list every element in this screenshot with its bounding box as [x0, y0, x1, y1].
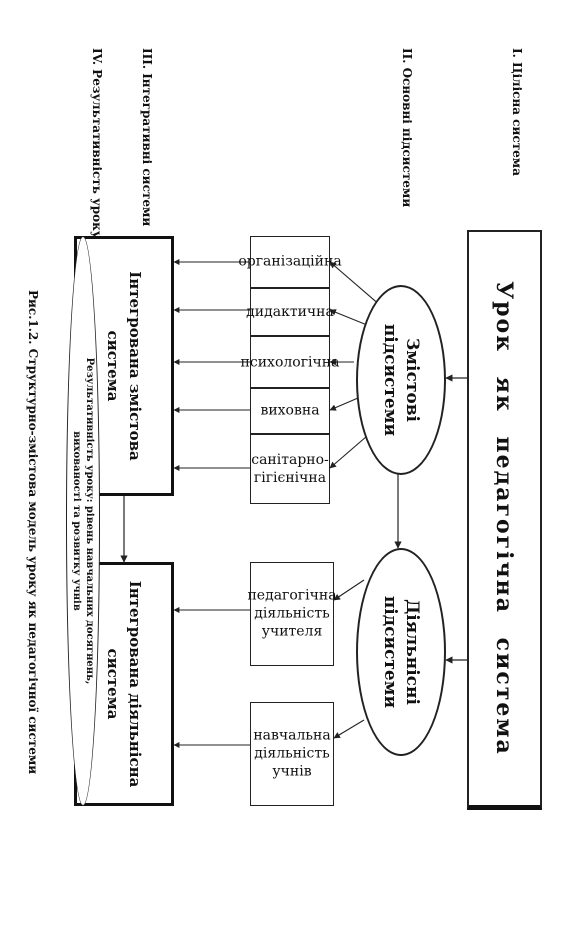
lesson-title-box: Урок як педагогічна система [467, 230, 542, 810]
subsystem-teacher-activity: педагогічна діяльність учителя [247, 562, 337, 666]
result-line-2: вихованості та розвитку учнів [71, 431, 82, 611]
teacher-activity-line-2: діяльність [254, 606, 330, 622]
subsystem-upbringing: виховна [250, 388, 330, 434]
student-activity-line-3: учнів [272, 763, 312, 780]
subsystem-didactic-label: дидактична [246, 304, 334, 320]
integrated-activity-line-1: Інтегрована діяльнісна [126, 580, 144, 788]
content-ellipse-line-1: Змістові [402, 338, 422, 422]
arrow-to-student-activity [333, 719, 365, 739]
activity-ellipse-line-1: Діяльнісні [402, 599, 422, 705]
activity-ellipse-line-2: підсистеми [380, 595, 400, 709]
subsystem-psychological-label: психологічна [240, 354, 340, 370]
level-2-label: ІІ. Основні підсистеми [400, 48, 414, 208]
teacher-activity-line-3: учителя [261, 624, 323, 640]
subsystem-organizational-label: організаційна [238, 254, 342, 271]
arrow-to-teacher-activity [333, 579, 365, 601]
level-4-label: ІV. Результативність уроку [90, 48, 104, 239]
figure-caption: Рис.1.2. Структурно-змістова модель урок… [26, 290, 40, 775]
subsystem-psychological: психологічна [241, 336, 339, 388]
integrated-content-line-2: система [104, 330, 122, 402]
student-activity-line-1: навчальна [253, 727, 331, 744]
arrow-to-upbringing [329, 397, 359, 411]
level-3-label: ІІІ. Інтегративні системи [140, 48, 154, 227]
level-1-label: І. Цілісна система [510, 48, 524, 176]
subsystem-upbringing-label: виховна [260, 403, 320, 420]
subsystem-organizational: організаційна [238, 236, 342, 288]
result-ellipse: Результативність уроку: рівень навчальни… [66, 236, 100, 806]
teacher-activity-line-1: педагогічна [247, 588, 337, 604]
content-ellipse-line-2: підсистеми [380, 323, 400, 437]
integrated-content-line-1: Інтегрована змістова [126, 271, 144, 461]
subsystem-sanitary-line-1: санітарно- [251, 452, 329, 469]
integrated-activity-line-2: система [104, 648, 122, 720]
subsystem-sanitary-line-2: гігієнічна [253, 470, 327, 487]
student-activity-line-2: діяльність [254, 745, 330, 762]
subsystem-didactic: дидактична [246, 288, 334, 336]
result-line-1: Результативність уроку: рівень навчальни… [84, 357, 95, 685]
lesson-title: Урок як педагогічна система [491, 281, 518, 756]
subsystem-sanitary-hygienic: санітарно-гігієнічна [250, 434, 330, 504]
